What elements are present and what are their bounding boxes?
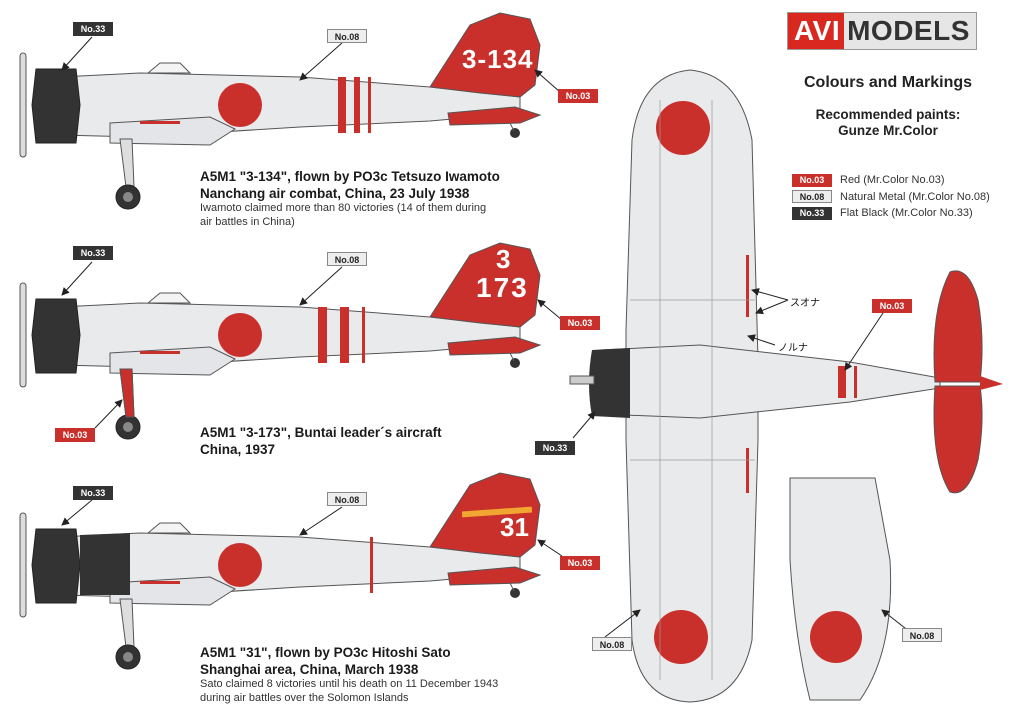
aircraft-3-side-view xyxy=(19,472,542,670)
aircraft-1-side-view xyxy=(19,12,542,210)
brand-part2: MODELS xyxy=(844,13,976,49)
caption-3-line-1: A5M1 "31", flown by PO3c Hitoshi Sato xyxy=(200,645,451,660)
aircraft-2-side-view xyxy=(19,242,542,440)
callout-metal-2: No.08 xyxy=(327,252,367,266)
callout-metal-underside: No.08 xyxy=(592,637,632,651)
stencil-kana-bottom: ノルナ xyxy=(778,343,808,354)
page-title: Colours and Markings xyxy=(803,74,973,91)
legend-code-red: No.03 xyxy=(792,173,832,187)
leader-lines xyxy=(61,36,911,638)
subheading-line-2: Gunze Mr.Color xyxy=(838,123,938,138)
caption-aircraft-3: A5M1 "31", flown by PO3c Hitoshi Sato Sh… xyxy=(200,644,600,705)
legend-name-flat-black: Flat Black (Mr.Color No.33) xyxy=(840,207,973,219)
legend-row-natural-metal: No.08 Natural Metal (Mr.Color No.08) xyxy=(792,189,990,205)
caption-1-line-2: Nanchang air combat, China, 23 July 1938 xyxy=(200,186,470,201)
recommended-paints-heading: Recommended paints: Gunze Mr.Color xyxy=(790,107,986,139)
caption-aircraft-1: A5M1 "3-134", flown by PO3c Tetsuzo Iwam… xyxy=(200,168,600,229)
tail-number-2-top: 3 xyxy=(496,244,511,274)
legend-row-flat-black: No.33 Flat Black (Mr.Color No.33) xyxy=(792,205,990,221)
tail-number-3: 31 xyxy=(500,512,529,542)
brand-part1: AVI xyxy=(788,13,845,49)
callout-red-3: No.03 xyxy=(560,556,600,570)
legend-name-natural-metal: Natural Metal (Mr.Color No.08) xyxy=(840,190,990,203)
caption-2-line-1: A5M1 "3-173", Buntai leader´s aircraft xyxy=(200,425,442,440)
callout-red-gear: No.03 xyxy=(55,428,95,442)
caption-1-line-1: A5M1 "3-134", flown by PO3c Tetsuzo Iwam… xyxy=(200,169,500,184)
aircraft-underside-view xyxy=(569,69,1003,703)
legend-code-flat-black: No.33 xyxy=(792,206,832,220)
wing-panel-detail xyxy=(789,477,892,701)
caption-2-line-2: China, 1937 xyxy=(200,442,276,457)
tail-number-2-bottom: 173 xyxy=(476,272,529,303)
caption-3-note-1: Sato claimed 8 victories until his death… xyxy=(200,678,499,690)
caption-1-note-2: air battles in China) xyxy=(200,215,295,228)
caption-aircraft-2: A5M1 "3-173", Buntai leader´s aircraft C… xyxy=(200,424,600,458)
callout-black-2: No.33 xyxy=(73,246,113,260)
callout-red-1: No.03 xyxy=(558,89,598,103)
paint-legend: No.03 Red (Mr.Color No.03) No.08 Natural… xyxy=(792,172,990,222)
stencil-kana-top: スオナ xyxy=(790,298,820,309)
callout-metal-panel: No.08 xyxy=(902,628,942,642)
caption-3-line-2: Shanghai area, China, March 1938 xyxy=(200,662,419,677)
caption-1-note-1: Iwamoto claimed more than 80 victories (… xyxy=(200,202,487,214)
callout-metal-1: No.08 xyxy=(327,29,367,43)
callout-red-2: No.03 xyxy=(560,316,600,330)
legend-name-red: Red (Mr.Color No.03) xyxy=(840,174,945,186)
brand-logo: AVI MODELS xyxy=(787,12,977,50)
tail-number-1: 3-134 xyxy=(462,44,534,74)
caption-3-note-2: during air battles over the Solomon Isla… xyxy=(200,691,409,704)
legend-row-red: No.03 Red (Mr.Color No.03) xyxy=(792,172,990,188)
legend-code-natural-metal: No.08 xyxy=(792,190,832,203)
callout-red-tail: No.03 xyxy=(872,299,912,313)
callout-black-1: No.33 xyxy=(73,22,113,36)
callout-black-underside: No.33 xyxy=(535,441,575,455)
callout-black-3: No.33 xyxy=(73,486,113,500)
subheading-line-1: Recommended paints: xyxy=(815,107,961,122)
callout-metal-3: No.08 xyxy=(327,492,367,506)
